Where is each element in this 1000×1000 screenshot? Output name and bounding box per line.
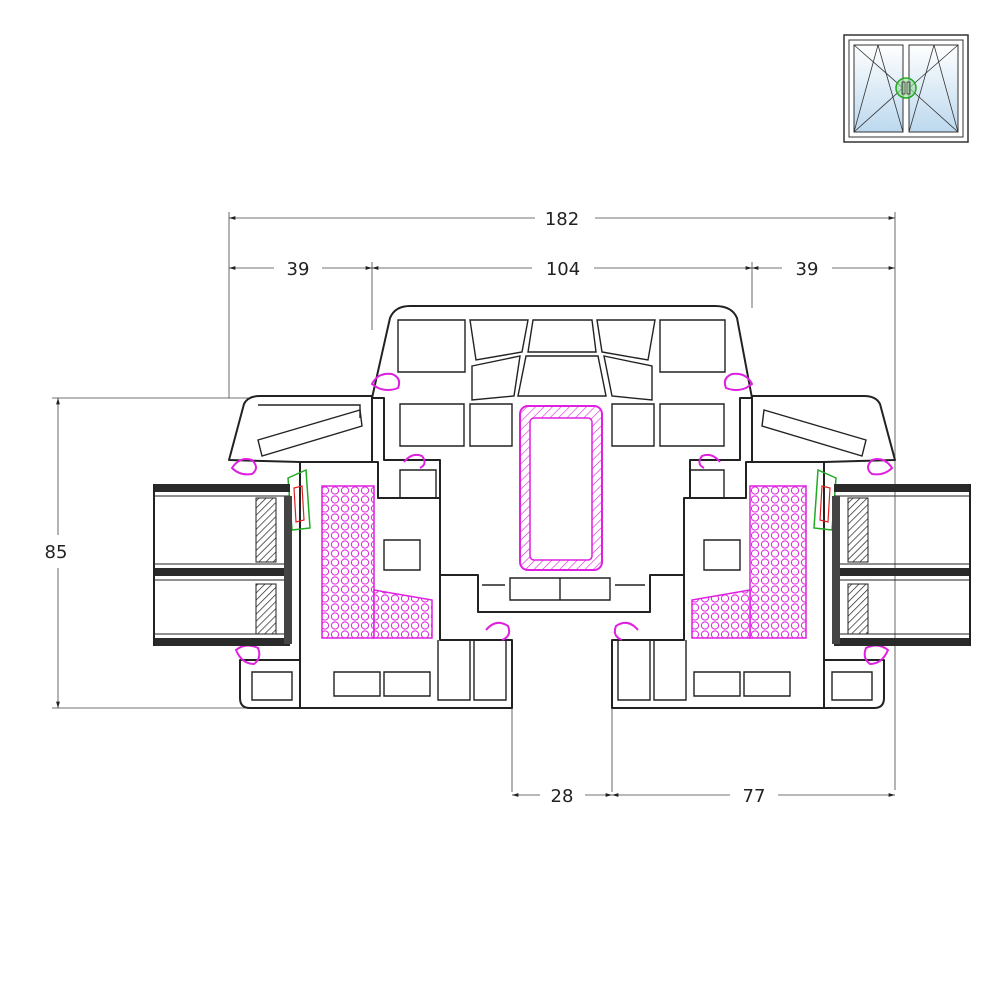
right-sash-profile bbox=[611, 395, 896, 709]
double-casement-window-icon bbox=[843, 34, 969, 143]
dimension-mullion: 104 bbox=[546, 259, 580, 280]
dimension-right-sash: 39 bbox=[796, 259, 819, 280]
dimension-right-part: 77 bbox=[743, 786, 766, 807]
right-glazing-unit bbox=[832, 484, 971, 646]
dimension-gap: 28 bbox=[551, 786, 574, 807]
left-glazing-unit bbox=[153, 484, 292, 646]
dimension-overall-width: 182 bbox=[545, 209, 579, 230]
dimension-left-sash: 39 bbox=[287, 259, 310, 280]
dimension-height: 85 bbox=[45, 542, 68, 563]
mullion-profile bbox=[370, 305, 754, 613]
left-sash-profile bbox=[228, 395, 513, 709]
dimension-lines bbox=[52, 212, 896, 797]
